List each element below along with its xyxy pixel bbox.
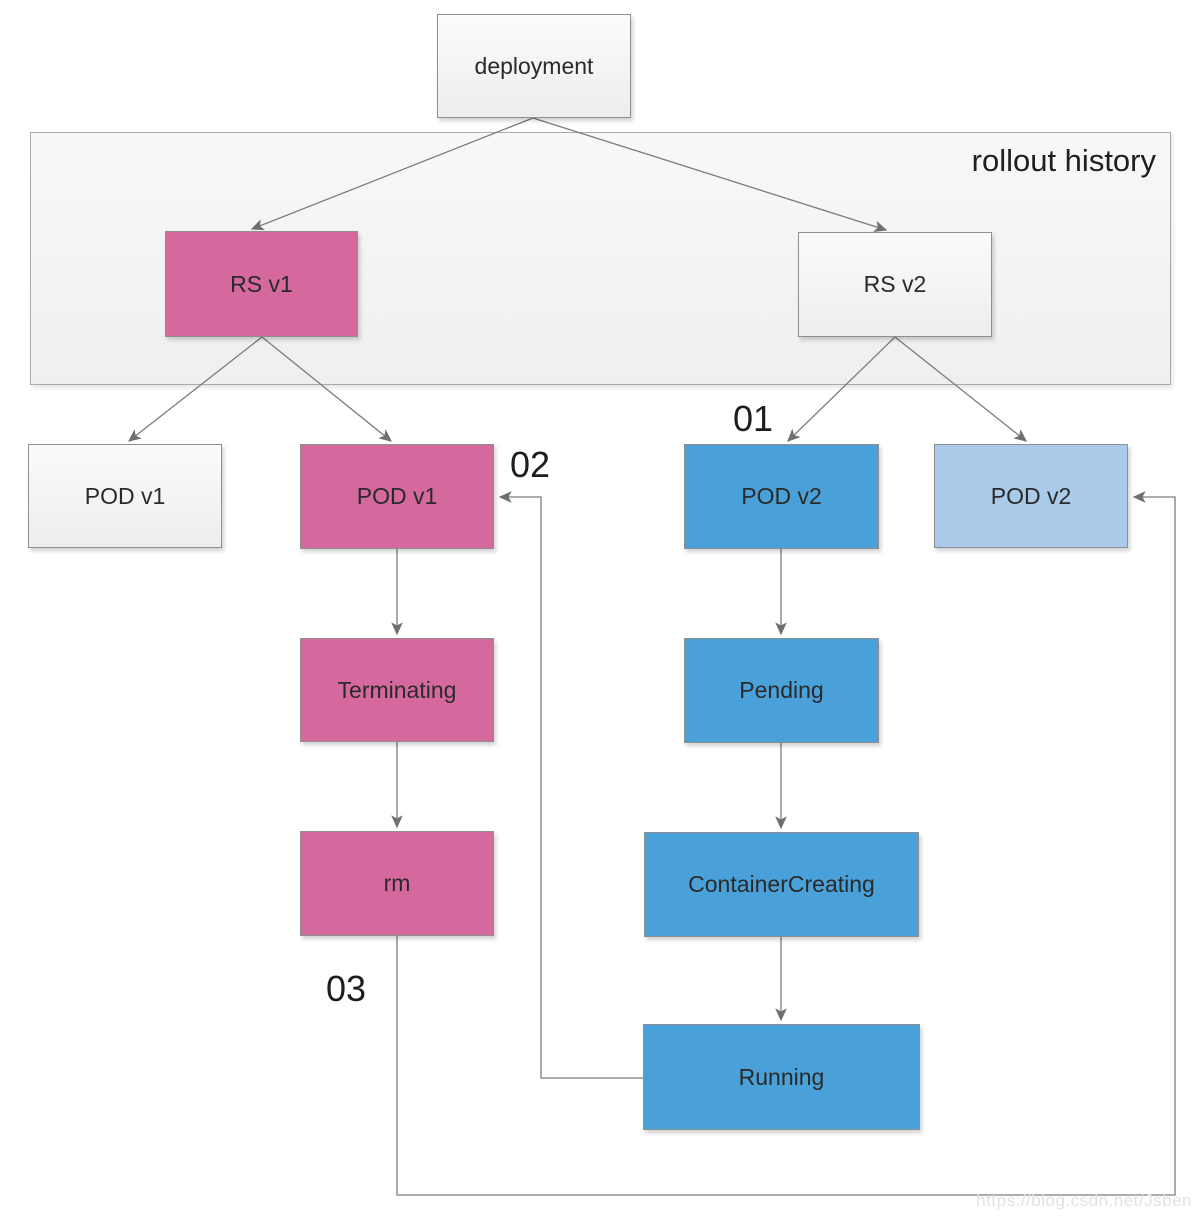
node-running: Running [643,1024,920,1130]
node-terminating-label: Terminating [337,676,457,703]
node-pod-v1-old: POD v1 [28,444,222,548]
node-deployment: deployment [437,14,631,118]
node-rs-v1: RS v1 [165,231,358,337]
node-rs-v1-label: RS v1 [230,270,293,297]
node-pod-v1-old-label: POD v1 [84,482,166,509]
node-pod-v1-terminated-label: POD v1 [356,483,438,509]
step-label-01: 01 [733,398,774,439]
node-pod-v2-active-label: POD v2 [741,483,822,509]
rollout-history-title: rollout history [971,143,1156,178]
node-rm-label: rm [383,870,411,896]
node-pending: Pending [684,638,879,743]
watermark-text: https://blog.csdn.net/Jsben [976,1191,1192,1210]
node-pod-v1-terminated: POD v1 [300,444,494,549]
node-deployment-label: deployment [474,52,594,79]
node-pod-v2-new: POD v2 [934,444,1128,548]
node-pending-label: Pending [739,677,824,703]
node-running-label: Running [738,1063,825,1090]
node-terminating: Terminating [300,638,494,742]
node-rm: rm [300,831,494,936]
step-label-02: 02 [510,444,551,485]
node-container-creating: ContainerCreating [644,832,919,937]
step-label-03: 03 [326,968,367,1009]
node-rs-v2-label: RS v2 [863,271,927,297]
node-pod-v2-active: POD v2 [684,444,879,549]
node-pod-v2-new-label: POD v2 [990,482,1072,509]
node-rs-v2: RS v2 [798,232,992,337]
node-container-creating-label: ContainerCreating [688,871,875,897]
